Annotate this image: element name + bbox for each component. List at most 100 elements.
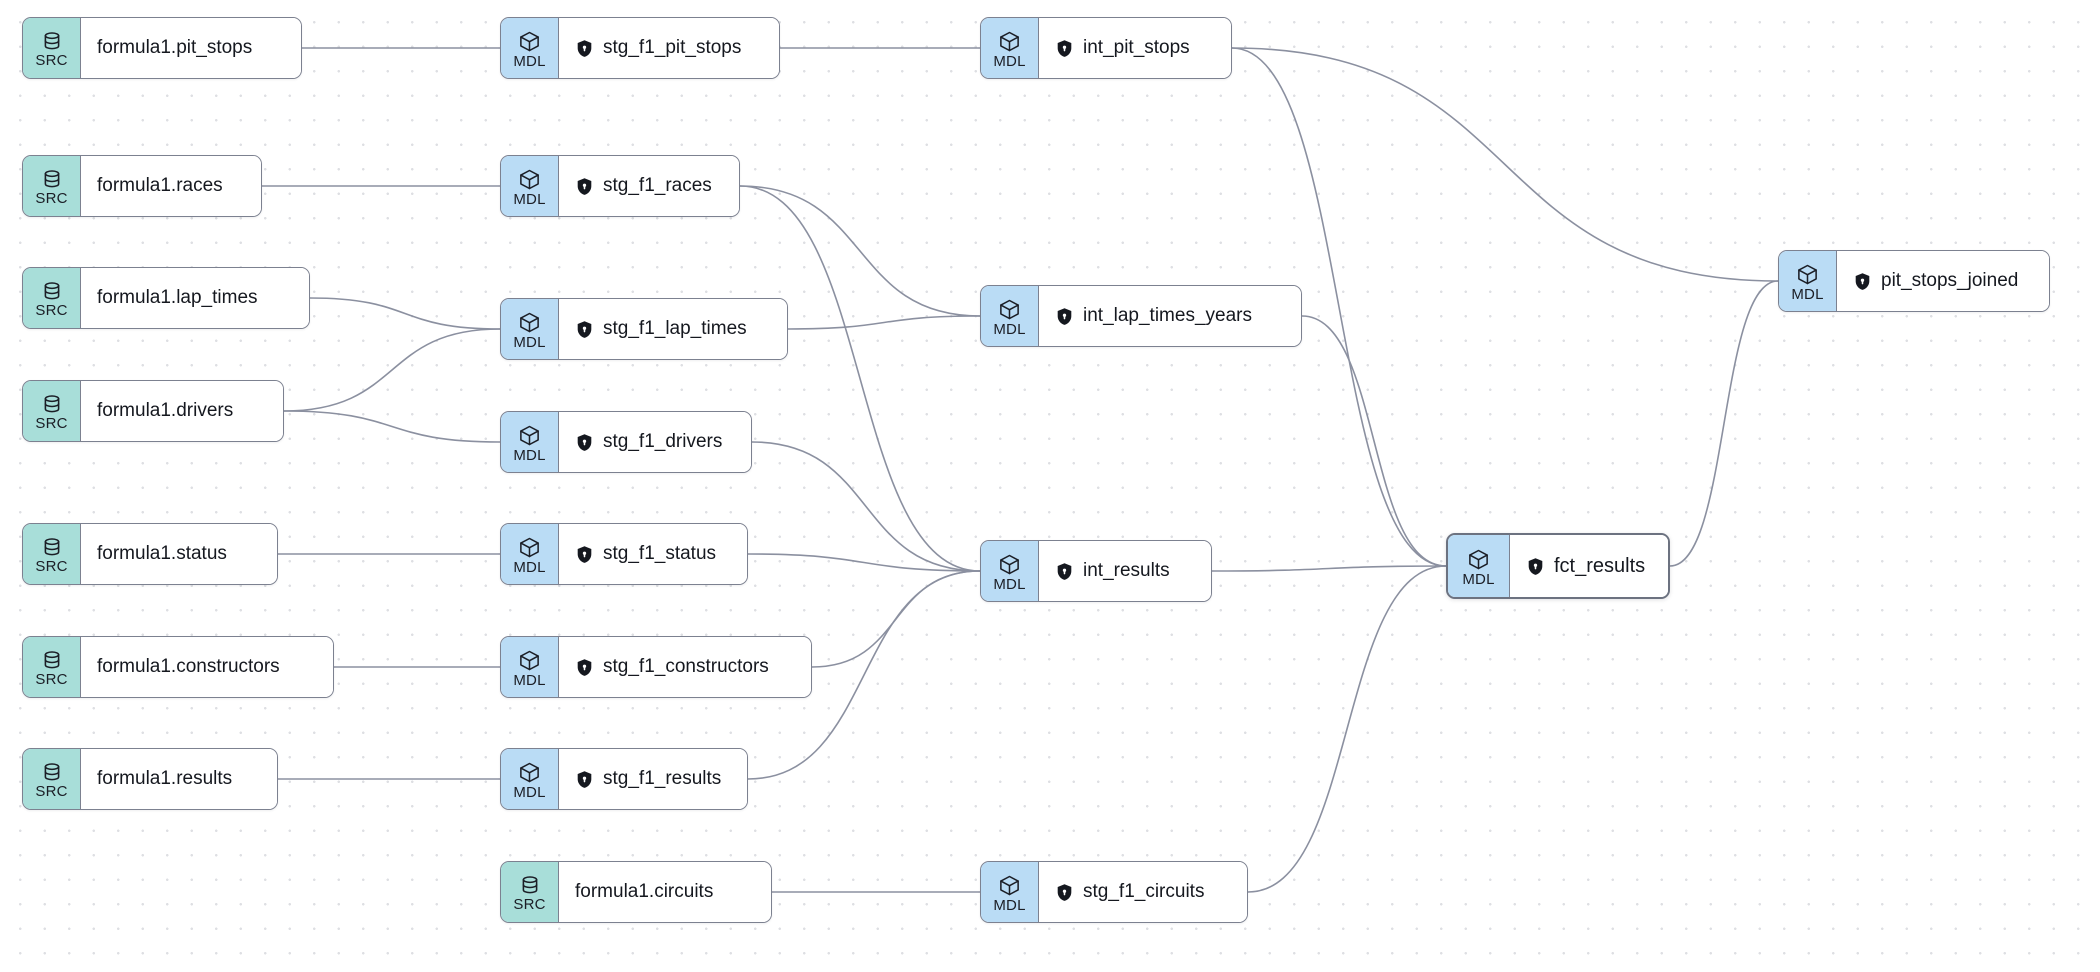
- badge-type-label: SRC: [35, 190, 68, 207]
- edge-stg_drivers-to-int_results: [751, 441, 981, 572]
- mdl-badge: MDL: [501, 18, 559, 78]
- cube-icon: [518, 424, 541, 447]
- database-icon: [41, 280, 63, 302]
- graph-node-stg_drivers[interactable]: MDL stg_f1_drivers: [500, 411, 752, 473]
- graph-node-stg_constructors[interactable]: MDL stg_f1_constructors: [500, 636, 812, 698]
- node-label: stg_f1_lap_times: [603, 318, 747, 339]
- graph-node-src_results[interactable]: SRC formula1.results: [22, 748, 278, 810]
- node-body: formula1.circuits: [559, 862, 771, 922]
- shield-lock-icon: [575, 177, 594, 196]
- node-body: formula1.races: [81, 156, 261, 216]
- database-icon: [41, 393, 63, 415]
- src-badge: SRC: [23, 268, 81, 328]
- badge-type-label: SRC: [35, 783, 68, 800]
- src-badge: SRC: [23, 381, 81, 441]
- cube-icon: [518, 311, 541, 334]
- node-label: formula1.constructors: [97, 656, 280, 677]
- src-badge: SRC: [23, 637, 81, 697]
- node-body: stg_f1_results: [559, 749, 747, 809]
- cube-icon: [518, 761, 541, 784]
- node-label: int_pit_stops: [1083, 37, 1190, 58]
- node-label: stg_f1_constructors: [603, 656, 769, 677]
- shield-lock-icon: [1055, 39, 1074, 58]
- node-label: fct_results: [1554, 555, 1646, 577]
- node-label: stg_f1_status: [603, 543, 717, 564]
- node-body: formula1.status: [81, 524, 277, 584]
- graph-node-stg_results[interactable]: MDL stg_f1_results: [500, 748, 748, 810]
- cube-icon: [518, 649, 541, 672]
- graph-node-src_lap_times[interactable]: SRC formula1.lap_times: [22, 267, 310, 329]
- badge-type-label: MDL: [513, 671, 546, 689]
- shield-lock-icon: [575, 320, 594, 339]
- edge-stg_constructors-to-int_results: [811, 570, 981, 668]
- badge-type-label: SRC: [35, 558, 68, 575]
- node-body: int_pit_stops: [1039, 18, 1231, 78]
- shield-lock-icon: [1055, 883, 1074, 902]
- graph-node-stg_lap_times[interactable]: MDL stg_f1_lap_times: [500, 298, 788, 360]
- node-label: formula1.circuits: [575, 881, 714, 902]
- edge-src_drivers-to-stg_lap_times: [283, 328, 501, 412]
- graph-node-src_pit_stops[interactable]: SRC formula1.pit_stops: [22, 17, 302, 79]
- edge-stg_races-to-int_lap_times_years: [739, 185, 981, 317]
- src-badge: SRC: [23, 156, 81, 216]
- badge-type-label: SRC: [35, 52, 68, 69]
- mdl-badge: MDL: [501, 524, 559, 584]
- edge-int_lap_times_years-to-fct_results: [1301, 315, 1447, 567]
- node-label: formula1.lap_times: [97, 287, 258, 308]
- graph-node-src_constructors[interactable]: SRC formula1.constructors: [22, 636, 334, 698]
- shield-lock-icon: [575, 658, 594, 677]
- badge-type-label: MDL: [513, 333, 546, 351]
- node-body: formula1.pit_stops: [81, 18, 301, 78]
- node-label: int_lap_times_years: [1083, 305, 1252, 326]
- graph-node-fct_results[interactable]: MDL fct_results: [1446, 533, 1670, 599]
- database-icon: [41, 761, 63, 783]
- cube-icon: [998, 30, 1021, 53]
- shield-lock-icon: [575, 545, 594, 564]
- cube-icon: [1796, 263, 1819, 286]
- node-body: formula1.lap_times: [81, 268, 309, 328]
- badge-type-label: MDL: [513, 558, 546, 576]
- badge-type-label: MDL: [993, 575, 1026, 593]
- graph-node-int_pit_stops[interactable]: MDL int_pit_stops: [980, 17, 1232, 79]
- shield-lock-icon: [1526, 557, 1545, 576]
- node-label: pit_stops_joined: [1881, 270, 2019, 291]
- badge-type-label: MDL: [1462, 570, 1495, 588]
- badge-type-label: MDL: [513, 446, 546, 464]
- node-body: fct_results: [1510, 535, 1668, 597]
- graph-node-src_status[interactable]: SRC formula1.status: [22, 523, 278, 585]
- graph-node-src_races[interactable]: SRC formula1.races: [22, 155, 262, 217]
- shield-lock-icon: [1055, 307, 1074, 326]
- node-body: stg_f1_constructors: [559, 637, 811, 697]
- node-label: stg_f1_results: [603, 768, 722, 789]
- badge-type-label: MDL: [513, 783, 546, 801]
- badge-type-label: SRC: [35, 302, 68, 319]
- graph-node-stg_status[interactable]: MDL stg_f1_status: [500, 523, 748, 585]
- edge-src_lap_times-to-stg_lap_times: [309, 297, 501, 330]
- badge-type-label: MDL: [993, 52, 1026, 70]
- edge-fct_results-to-pit_stops_joined: [1669, 280, 1779, 567]
- database-icon: [41, 168, 63, 190]
- shield-lock-icon: [575, 39, 594, 58]
- node-body: stg_f1_circuits: [1039, 862, 1247, 922]
- node-label: formula1.results: [97, 768, 233, 789]
- node-label: formula1.pit_stops: [97, 37, 253, 58]
- node-label: stg_f1_drivers: [603, 431, 723, 452]
- database-icon: [41, 30, 63, 52]
- database-icon: [41, 536, 63, 558]
- node-body: int_lap_times_years: [1039, 286, 1301, 346]
- edge-int_results-to-fct_results: [1211, 565, 1447, 572]
- badge-type-label: MDL: [513, 190, 546, 208]
- node-body: pit_stops_joined: [1837, 251, 2049, 311]
- badge-type-label: SRC: [35, 415, 68, 432]
- mdl-badge: MDL: [501, 299, 559, 359]
